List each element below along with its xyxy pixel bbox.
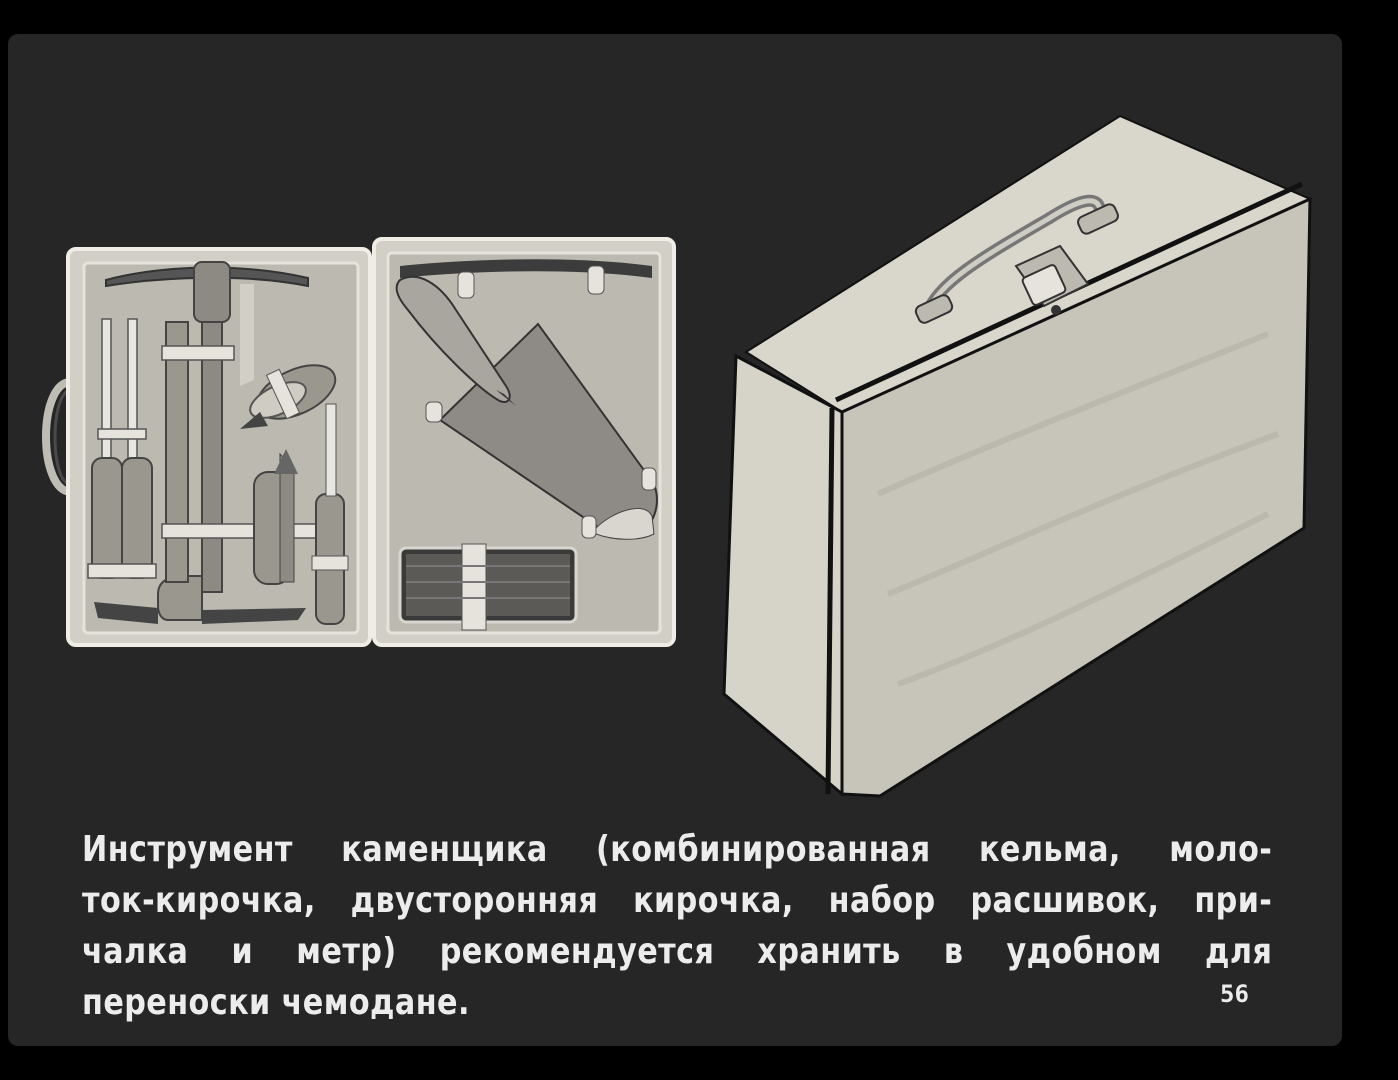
combined-trowel <box>395 275 658 540</box>
slide-frame: Инструмент каменщика (комбинированная ке… <box>8 34 1342 1046</box>
caption-line-1: Инструмент каменщика (комбинированная ке… <box>82 829 1273 870</box>
closed-suitcase <box>722 114 1313 798</box>
mooring-cord-reel <box>240 284 337 429</box>
caption-line-4: переноски чемодане. <box>82 982 470 1023</box>
suitcase-latch <box>1014 244 1090 315</box>
illustration <box>42 114 1313 798</box>
slide-caption: Инструмент каменщика (комбинированная ке… <box>82 824 1272 1028</box>
suitcase-handle <box>914 194 1119 324</box>
caption-line-2: ток-кирочка, двусторонняя кирочка, набор… <box>82 880 1273 921</box>
open-tool-case <box>42 237 676 647</box>
folding-rule <box>398 543 578 631</box>
jointer-set <box>87 318 157 579</box>
caption-line-3: чалка и метр) рекомендуется хранить в уд… <box>82 931 1273 972</box>
page-number: 56 <box>1220 980 1249 1008</box>
case-side-handle <box>42 378 72 496</box>
